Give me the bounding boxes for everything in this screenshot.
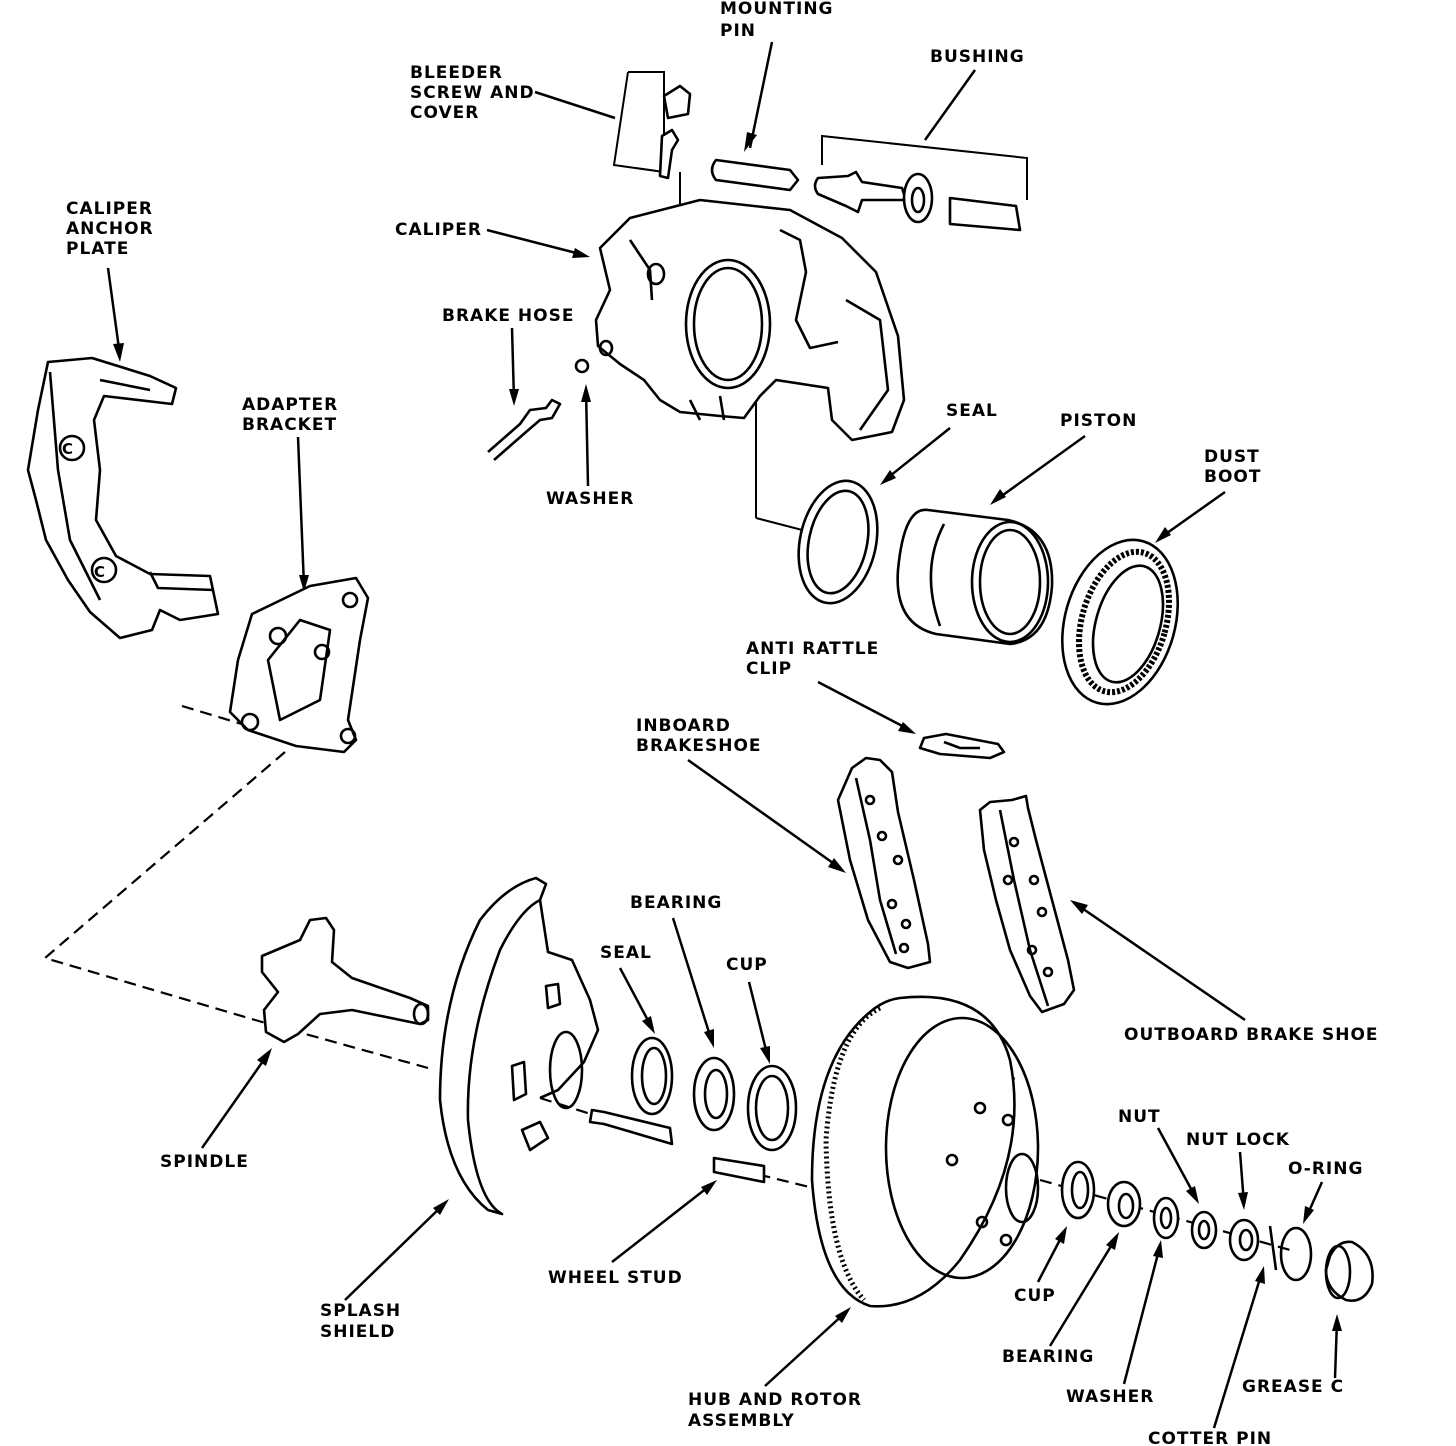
o-ring-part (1279, 1226, 1313, 1282)
label-cup-bottom: CUP (1014, 1286, 1056, 1306)
outer-cup-part (1060, 1160, 1096, 1220)
label-bleeder: BLEEDER (410, 63, 503, 83)
hub-rotor-part (810, 995, 1040, 1308)
label-spindle: SPINDLE (160, 1152, 249, 1172)
label-caliper-anchor-plate: CALIPER (66, 199, 153, 219)
label-wheel-stud: WHEEL STUD (548, 1268, 683, 1288)
svg-text:C: C (62, 440, 74, 458)
outboard-brakeshoe-part (978, 794, 1076, 1014)
caliper-anchor-plate-part: C C (26, 356, 220, 640)
label-seal-top: SEAL (946, 401, 998, 421)
caliper-part (594, 198, 906, 442)
label-washer-bottom: WASHER (1066, 1387, 1154, 1407)
label-outboard-brake-shoe: OUTBOARD BRAKE SHOE (1124, 1025, 1379, 1045)
splash-shield-part (438, 876, 600, 1216)
label-inboard-brakeshoe: INBOARD (636, 716, 731, 736)
inner-cup-part (746, 1064, 798, 1152)
bushing-part (813, 170, 1022, 232)
label-nut: NUT (1118, 1107, 1161, 1127)
label-splash-shield: SHIELD (320, 1322, 395, 1342)
label-cup-top: CUP (726, 955, 768, 975)
brake-hose-part (487, 358, 590, 461)
nut-part (1190, 1210, 1218, 1250)
label-adapter-bracket: BRACKET (242, 415, 337, 435)
label-anti-rattle-clip: CLIP (746, 659, 792, 679)
label-piston: PISTON (1060, 411, 1137, 431)
hub-seal-part (630, 1036, 674, 1116)
label-caliper-anchor-plate: PLATE (66, 239, 129, 259)
label-dust-boot: DUST (1204, 447, 1260, 467)
leader-lines (106, 41, 1342, 1429)
inner-bearing-part (692, 1056, 736, 1132)
label-hub-rotor: ASSEMBLY (688, 1411, 795, 1431)
svg-text:C: C (94, 563, 106, 581)
label-caliper-anchor-plate: ANCHOR (66, 219, 154, 239)
washer-part (1152, 1196, 1180, 1240)
label-cotter-pin: COTTER PIN (1148, 1429, 1272, 1446)
label-nut-lock: NUT LOCK (1186, 1130, 1290, 1150)
outer-bearing-part (1106, 1180, 1142, 1228)
label-bearing-top: BEARING (630, 893, 722, 913)
mounting-pin-part (710, 158, 800, 192)
label-bleeder: SCREW AND (410, 83, 535, 103)
caliper-seal-part (797, 479, 879, 605)
label-washer-top: WASHER (546, 489, 634, 509)
label-bleeder: COVER (410, 103, 479, 123)
label-hub-rotor: HUB AND ROTOR (688, 1390, 862, 1410)
label-mounting-pin: MOUNTING (720, 0, 834, 19)
label-adapter-bracket: ADAPTER (242, 395, 338, 415)
label-grease-cap: GREASE C (1242, 1377, 1344, 1397)
anti-rattle-clip-part (918, 732, 1006, 760)
piston-part (896, 508, 1054, 646)
label-seal-bottom: SEAL (600, 943, 652, 963)
wheel-stud-part (588, 1108, 766, 1184)
dust-boot-part (1060, 538, 1180, 706)
label-bushing: BUSHING (930, 47, 1025, 67)
label-inboard-brakeshoe: BRAKESHOE (636, 736, 762, 756)
label-o-ring: O-RING (1288, 1159, 1363, 1179)
labels: MOUNTING PIN BUSHING BLEEDER SCREW AND C… (66, 0, 1379, 1446)
label-mounting-pin: PIN (720, 21, 756, 41)
bleeder-screw-part (658, 84, 692, 180)
grease-cap-part (1324, 1240, 1374, 1302)
adapter-bracket-part (228, 576, 370, 754)
nut-lock-part (1228, 1218, 1260, 1262)
inboard-brakeshoe-part (836, 756, 932, 970)
label-dust-boot: BOOT (1204, 467, 1261, 487)
label-bearing-bottom: BEARING (1002, 1347, 1094, 1367)
spindle-part (260, 916, 430, 1044)
label-brake-hose: BRAKE HOSE (442, 306, 574, 326)
cotter-pin-part (1268, 1225, 1278, 1271)
label-anti-rattle-clip: ANTI RATTLE (746, 639, 879, 659)
label-caliper: CALIPER (395, 220, 482, 240)
label-splash-shield: SPLASH (320, 1301, 401, 1321)
